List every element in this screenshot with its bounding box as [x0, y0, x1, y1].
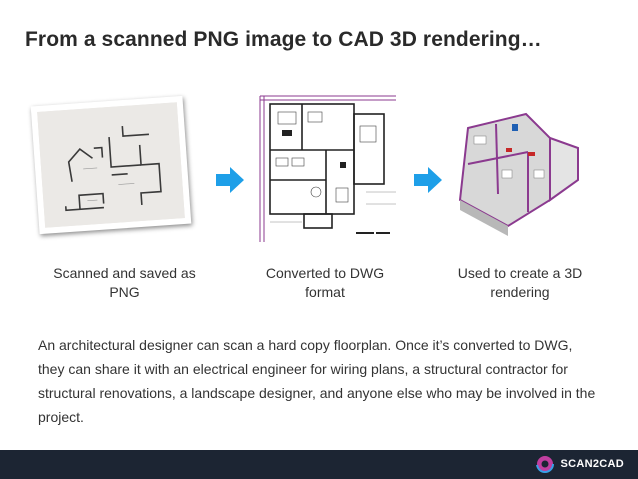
footer-bar: SCAN2CAD — [0, 450, 638, 479]
page-title: From a scanned PNG image to CAD 3D rende… — [25, 28, 542, 51]
3d-floorplan-rendering — [448, 108, 588, 244]
dwg-floorplan-drawing — [256, 92, 401, 247]
brand-logo: SCAN2CAD — [536, 455, 624, 473]
scanned-floorplan-photo — [30, 95, 192, 235]
arrow-right-icon — [414, 167, 442, 193]
arrow-right-icon — [216, 167, 244, 193]
description-paragraph: An architectural designer can scan a har… — [38, 337, 596, 425]
step-caption-rendering: Used to create a 3D rendering — [457, 265, 583, 300]
step-caption-scanned: Scanned and saved as PNG — [53, 265, 196, 300]
step-caption-converted: Converted to DWG format — [265, 265, 385, 300]
scan2cad-logo-icon — [536, 455, 555, 473]
brand-name: SCAN2CAD — [560, 458, 624, 470]
